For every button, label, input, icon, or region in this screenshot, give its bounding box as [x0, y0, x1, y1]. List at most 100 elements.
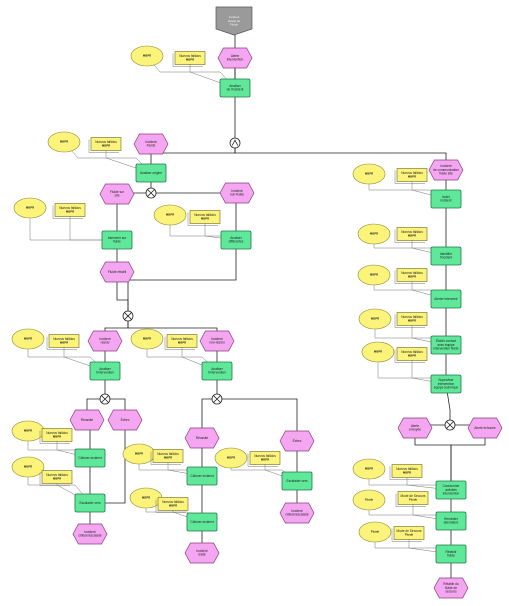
doc-label: MBPR: [261, 457, 269, 461]
doc-shape: [152, 449, 184, 463]
func-label: Intervenir sur: [108, 236, 128, 240]
doc-label: Mode de Secours: [397, 529, 422, 533]
event-label: clôturé/escaladé: [285, 513, 308, 517]
event-shape: [99, 183, 135, 205]
node-func-f14: Alerter intervenir: [430, 289, 462, 309]
node-role-r9: MBPR: [122, 443, 156, 465]
event-shape: [279, 430, 315, 452]
event-shape: [279, 502, 315, 524]
func-shape: [219, 78, 251, 98]
node-func-f10: Escalader vers: [281, 471, 313, 491]
func-label: Clôturer incident: [190, 474, 213, 478]
func-label: Clôturer incident: [190, 520, 213, 524]
func-shape: [430, 335, 462, 355]
event-shape: [428, 159, 464, 181]
doc-shape: [90, 137, 122, 151]
event-shape: [217, 47, 253, 69]
event-label: Incident: [231, 189, 242, 193]
role-shape: [357, 223, 391, 245]
node-role-r2: MBPR: [47, 131, 81, 153]
doc-label: MBPR: [201, 216, 209, 220]
role-shape: [352, 489, 386, 511]
func-shape: [430, 289, 462, 309]
event-label: Alerte échouée: [474, 426, 496, 430]
role-label: Fluide: [365, 498, 374, 502]
role-shape: [153, 204, 187, 226]
func-label: Remédier: [444, 517, 459, 521]
func-label: incident: [441, 199, 452, 203]
role-label: MBPR: [371, 317, 379, 321]
doc-label: Fluide: [409, 497, 418, 501]
event-label: Fluide: [147, 144, 156, 148]
node-xor-g3: [122, 310, 134, 322]
doc-label: MBPR: [53, 434, 61, 438]
event-label: intervention: [227, 58, 244, 62]
func-label: Identifier: [440, 252, 453, 256]
node-role-r12: MBPR: [352, 163, 386, 185]
role-label: MBPR: [370, 232, 378, 236]
doc-label: MBPR: [408, 353, 416, 357]
node-role-r4: MBPR: [153, 204, 187, 226]
node-role-r3: MBPR: [13, 197, 47, 219]
node-event-e5: Fluide rétabli: [99, 261, 135, 283]
doc-label: Nuevos fallidos: [95, 140, 117, 144]
role-shape: [11, 328, 45, 350]
role-shape: [47, 131, 81, 153]
event-label: traité: [198, 553, 205, 557]
event-shape: [397, 417, 433, 439]
doc-label: MBPR: [408, 233, 416, 237]
event-label: Fluide sur: [110, 190, 125, 194]
doc-label: Nuevos fallidos: [401, 315, 423, 319]
doc-label: Nuevos fallidos: [179, 54, 201, 58]
doc-shape: [391, 464, 423, 478]
func-shape: [435, 480, 467, 500]
role-shape: [130, 45, 164, 67]
doc-shape: [396, 268, 428, 282]
func-shape: [430, 374, 462, 394]
event-label: Réussite: [196, 436, 209, 440]
doc-shape: [396, 227, 428, 241]
role-label: MBPR: [24, 465, 32, 469]
connector-g5-e12: [217, 398, 298, 441]
role-label: MBPR: [365, 467, 373, 471]
node-role-r7: MBPR: [11, 420, 45, 442]
role-label: MBPR: [142, 496, 150, 500]
func-label: fluide: [447, 554, 455, 558]
node-role-r17: MBPR: [352, 458, 386, 480]
node-role-r18: Fluide: [352, 489, 386, 511]
func-shape: [186, 466, 218, 486]
role-label: MBPR: [365, 172, 373, 176]
role-label: MBPR: [227, 456, 235, 460]
doc-shape: [393, 526, 425, 540]
func-label: Escalader vers: [79, 501, 100, 505]
node-and-g1: [229, 137, 241, 149]
func-label: fluide: [113, 240, 121, 244]
func-shape: [220, 230, 252, 250]
event-label: Incident: [211, 337, 222, 341]
func-shape: [435, 544, 467, 564]
func-label: l'intervention: [208, 371, 226, 375]
event-shape: [199, 330, 235, 352]
connector-d3-f3: [69, 210, 117, 241]
event-shape: [219, 182, 255, 204]
func-label: Alerter intervenir: [434, 297, 458, 301]
node-event-e8: Réussite: [69, 409, 105, 431]
node-role-r13: MBPR: [357, 223, 391, 245]
doc-label: Nuevos fallidos: [401, 271, 423, 275]
doc-shape: [174, 51, 206, 65]
node-func-f7: Clôturer incident: [74, 448, 106, 468]
